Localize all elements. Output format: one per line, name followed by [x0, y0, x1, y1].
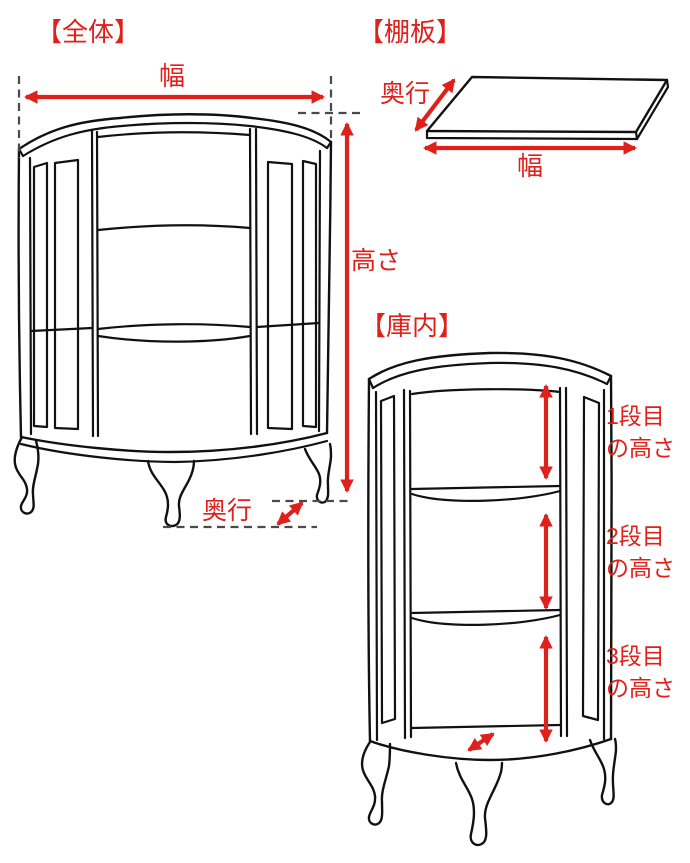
interior-cabinet-drawing: [360, 351, 618, 847]
interior-tier3-label: 3段目 の高さ: [606, 640, 675, 704]
shelf-depth-arrow: [414, 78, 456, 132]
interior-tier1-label: 1段目 の高さ: [606, 400, 675, 464]
tier2-line2: の高さ: [606, 555, 675, 581]
tier3-line2: の高さ: [606, 675, 675, 701]
shelf-section-title: 【棚板】: [358, 17, 463, 47]
overall-depth-label: 奥行: [202, 497, 253, 525]
shelf-depth-label: 奥行: [380, 80, 431, 108]
overall-width-label: 幅: [159, 61, 186, 91]
overall-cabinet-drawing: [13, 113, 333, 528]
interior-depth-arrow: [467, 732, 495, 752]
shelf-width-label: 幅: [517, 151, 544, 181]
shelf-board-drawing: [425, 75, 670, 141]
overall-dashed-guides: [17, 76, 361, 529]
overall-height-label: 高さ: [351, 247, 402, 275]
overall-depth-arrow: [276, 501, 304, 526]
interior-tier2-label: 2段目 の高さ: [606, 520, 675, 584]
tier3-line1: 3段目: [606, 643, 665, 669]
interior-section-title: 【庫内】: [360, 311, 465, 341]
tier1-line2: の高さ: [606, 435, 675, 461]
tier2-line1: 2段目: [606, 523, 665, 549]
overall-section-title: 【全体】: [36, 17, 141, 47]
tier1-line1: 1段目: [606, 403, 665, 429]
